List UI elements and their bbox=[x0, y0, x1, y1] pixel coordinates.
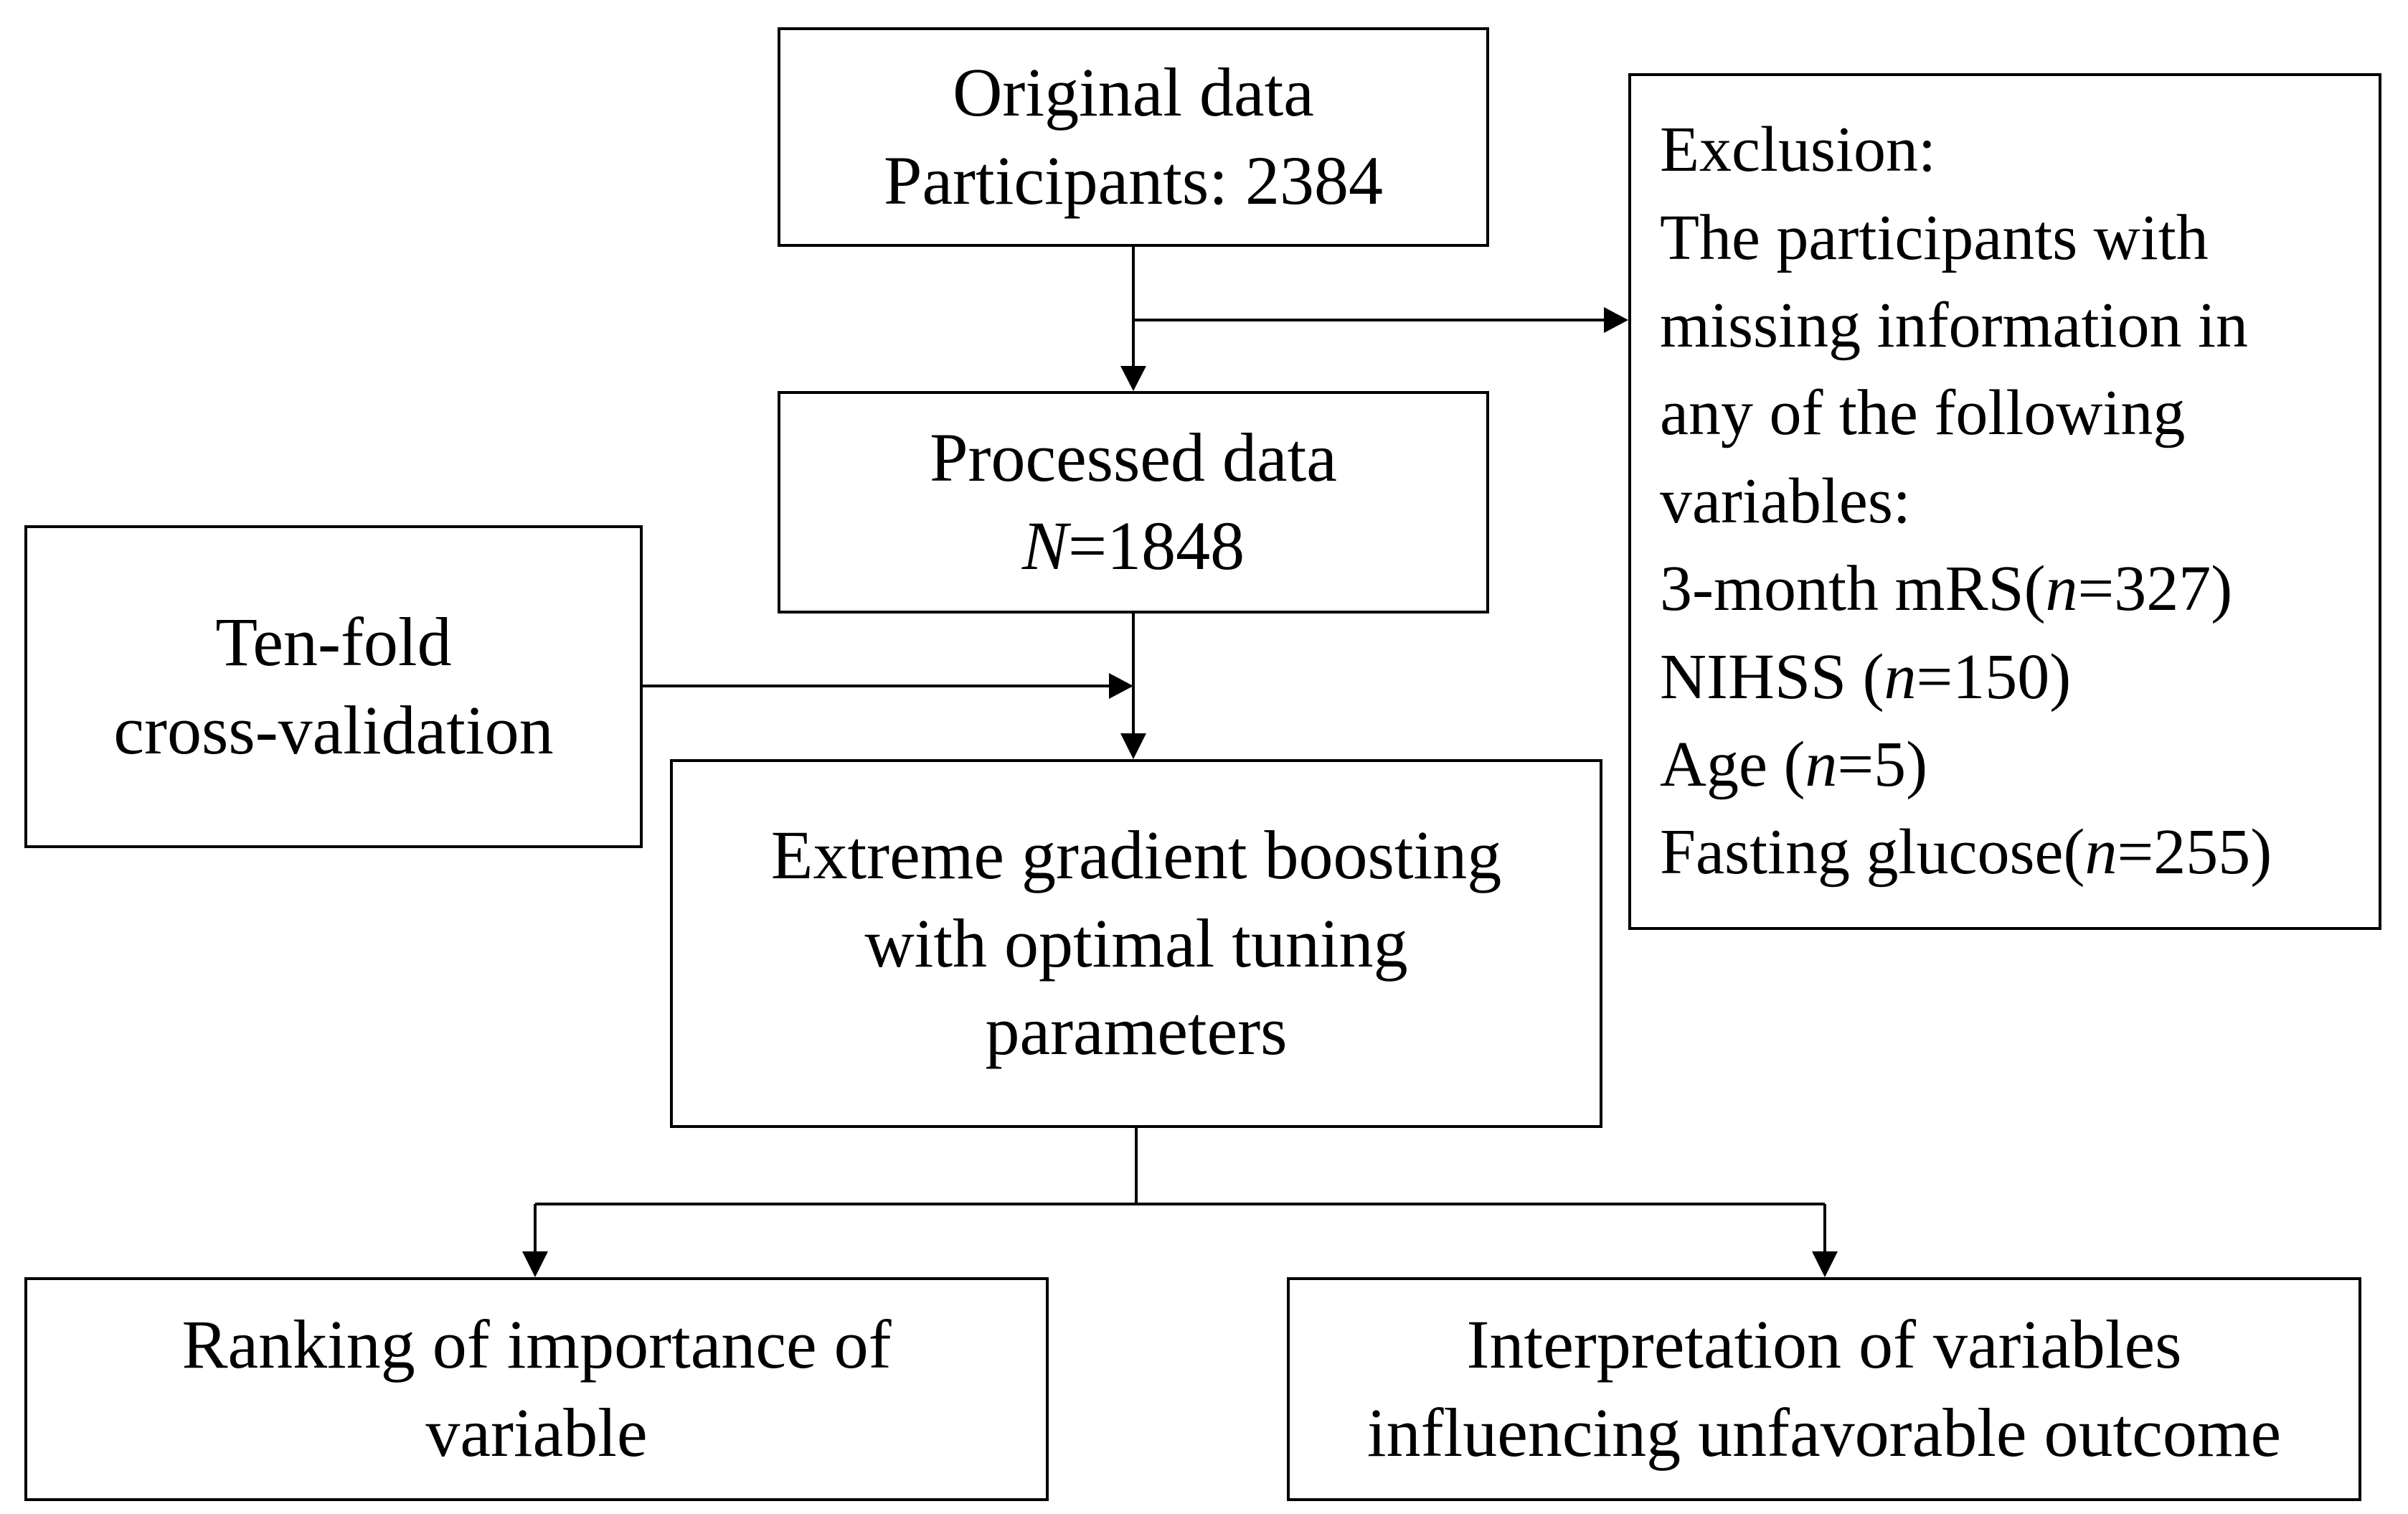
ranking-box: Ranking of importance of variable bbox=[24, 1277, 1049, 1501]
processed-data-title: Processed data bbox=[930, 419, 1337, 497]
xgboost-line-2: with optimal tuning bbox=[864, 904, 1408, 982]
exclusion-line-3: any of the following bbox=[1660, 377, 2186, 449]
original-participants: Participants: 2384 bbox=[884, 142, 1383, 219]
item-label: Fasting glucose( bbox=[1660, 817, 2085, 888]
xgboost-box: Extreme gradient boosting with optimal t… bbox=[670, 759, 1602, 1128]
item-value: =150) bbox=[1916, 641, 2072, 713]
arrowhead-ranking bbox=[522, 1251, 548, 1277]
processed-data-box: Processed data N=1848 bbox=[778, 391, 1489, 613]
item-n-symbol: n bbox=[1805, 728, 1838, 800]
item-value: =327) bbox=[2077, 553, 2233, 625]
xgboost-line-3: parameters bbox=[985, 992, 1288, 1070]
arrowhead-interpretation bbox=[1812, 1251, 1838, 1277]
processed-n-value: =1848 bbox=[1067, 507, 1245, 584]
ranking-line-1: Ranking of importance of bbox=[181, 1306, 892, 1383]
exclusion-box: Exclusion: The participants with missing… bbox=[1628, 73, 2381, 930]
tenfold-line-1: Ten-fold bbox=[215, 603, 452, 681]
processed-n: N=1848 bbox=[1022, 502, 1245, 591]
exclusion-line-1: The participants with bbox=[1660, 202, 2209, 273]
arrowhead-processed bbox=[1120, 366, 1146, 391]
item-value: =5) bbox=[1837, 728, 1928, 800]
xgboost-line-1: Extreme gradient boosting bbox=[770, 816, 1502, 893]
tenfold-box: Ten-fold cross-validation bbox=[24, 525, 643, 848]
exclusion-line-4: variables: bbox=[1660, 465, 1911, 537]
item-n-symbol: n bbox=[2084, 817, 2117, 888]
arrowhead-tenfold bbox=[1109, 673, 1133, 699]
original-data-box: Original data Participants: 2384 bbox=[778, 27, 1489, 247]
tenfold-line-2: cross-validation bbox=[113, 692, 554, 768]
item-label: NIHSS ( bbox=[1660, 641, 1884, 713]
arrowhead-xgboost bbox=[1120, 733, 1146, 759]
interpretation-box: Interpretation of variables influencing … bbox=[1287, 1277, 2361, 1501]
item-label: Age ( bbox=[1660, 728, 1805, 800]
exclusion-item-glucose: Fasting glucose(n=255) bbox=[1660, 809, 2272, 896]
ranking-line-2: variable bbox=[425, 1394, 648, 1471]
item-value: =255) bbox=[2117, 817, 2272, 888]
exclusion-item-age: Age (n=5) bbox=[1660, 721, 1927, 809]
exclusion-title: Exclusion: bbox=[1660, 114, 1936, 186]
arrowhead-exclusion bbox=[1604, 307, 1628, 333]
original-data-title: Original data bbox=[953, 54, 1314, 131]
exclusion-item-mrs: 3-month mRS(n=327) bbox=[1660, 545, 2232, 633]
exclusion-line-2: missing information in bbox=[1660, 290, 2248, 362]
item-n-symbol: n bbox=[2045, 553, 2078, 625]
item-label: 3-month mRS( bbox=[1660, 553, 2046, 625]
interpretation-line-1: Interpretation of variables bbox=[1466, 1306, 2182, 1383]
interpretation-line-2: influencing unfavorable outcome bbox=[1366, 1394, 2282, 1471]
item-n-symbol: n bbox=[1884, 641, 1917, 713]
exclusion-item-nihss: NIHSS (n=150) bbox=[1660, 634, 2071, 721]
processed-n-symbol: N bbox=[1021, 507, 1068, 584]
